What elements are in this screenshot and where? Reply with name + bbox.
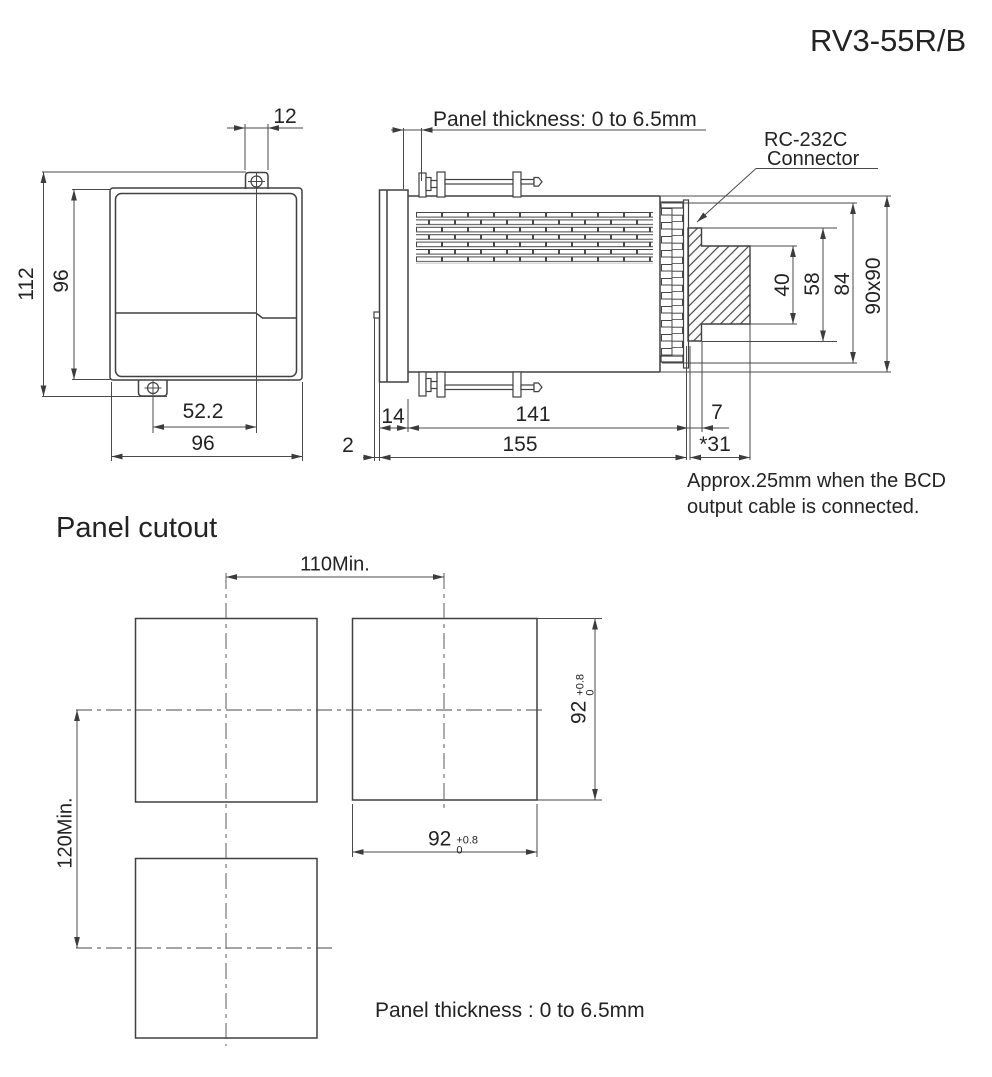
dim-rear-clearance: *31: [699, 432, 731, 456]
dim-overall-height: 112: [14, 267, 38, 301]
bcd-note-line1: Approx.25mm when the BCD: [687, 470, 947, 492]
panel-cutout-view: [74, 573, 602, 1046]
dim-bezel-width: 96: [191, 431, 215, 455]
bcd-note-line2: output cable is connected.: [687, 495, 920, 518]
bottom-mounting-clamp: [418, 371, 543, 398]
front-view: [40, 124, 303, 461]
clamp-screw-tip: [533, 176, 543, 187]
dim-vertical-pitch: 120Min.: [54, 797, 77, 869]
dim-front-lip: 2: [342, 433, 354, 457]
connector-label-line2: Connector: [767, 148, 860, 170]
dim-horizontal-pitch: 110Min.: [300, 553, 370, 576]
bezel-key-tab: [373, 311, 381, 319]
dim-bezel-depth: 14: [381, 404, 405, 428]
vent-grille: [416, 212, 653, 264]
dim-terminal-height: 84: [830, 272, 854, 296]
panel-cutout-heading: Panel cutout: [56, 512, 218, 544]
bottom-mounting-hole: [144, 379, 162, 397]
dim-body-section: 90x90: [861, 257, 885, 315]
dim-hole-spacing: 52.2: [182, 399, 224, 423]
front-housing-outline: [109, 187, 303, 381]
panel-thickness-label-bottom: Panel thickness : 0 to 6.5mm: [375, 999, 645, 1022]
side-view: [363, 127, 891, 461]
bcd-note: Approx.25mm when the BCD output cable is…: [687, 469, 946, 520]
dim-bezel-height: 96: [49, 269, 73, 293]
top-mounting-clamp: [418, 171, 543, 198]
page-title: RV3-55R/B: [810, 23, 967, 58]
cutout-square-top-right: [351, 617, 538, 801]
front-split-line: [116, 312, 296, 319]
dim-plug-height: 40: [770, 273, 794, 297]
side-bezel: [378, 189, 409, 383]
connector-label-line1: RC-232C: [764, 129, 848, 151]
dim-connector-step: 7: [711, 400, 723, 424]
clamp-screw-tip: [533, 382, 543, 393]
dim-case-depth: 141: [515, 402, 551, 426]
top-mounting-hole: [248, 173, 265, 190]
dim-total-depth: 155: [502, 432, 538, 456]
dim-tab-width: 12: [273, 104, 297, 128]
rc232c-connector-hatch: [687, 227, 751, 342]
panel-thickness-label-top: Panel thickness: 0 to 6.5mm: [433, 108, 697, 131]
terminal-strip: [660, 199, 690, 369]
front-bezel-outline: [114, 192, 298, 378]
dim-connector-height: 58: [800, 272, 824, 296]
